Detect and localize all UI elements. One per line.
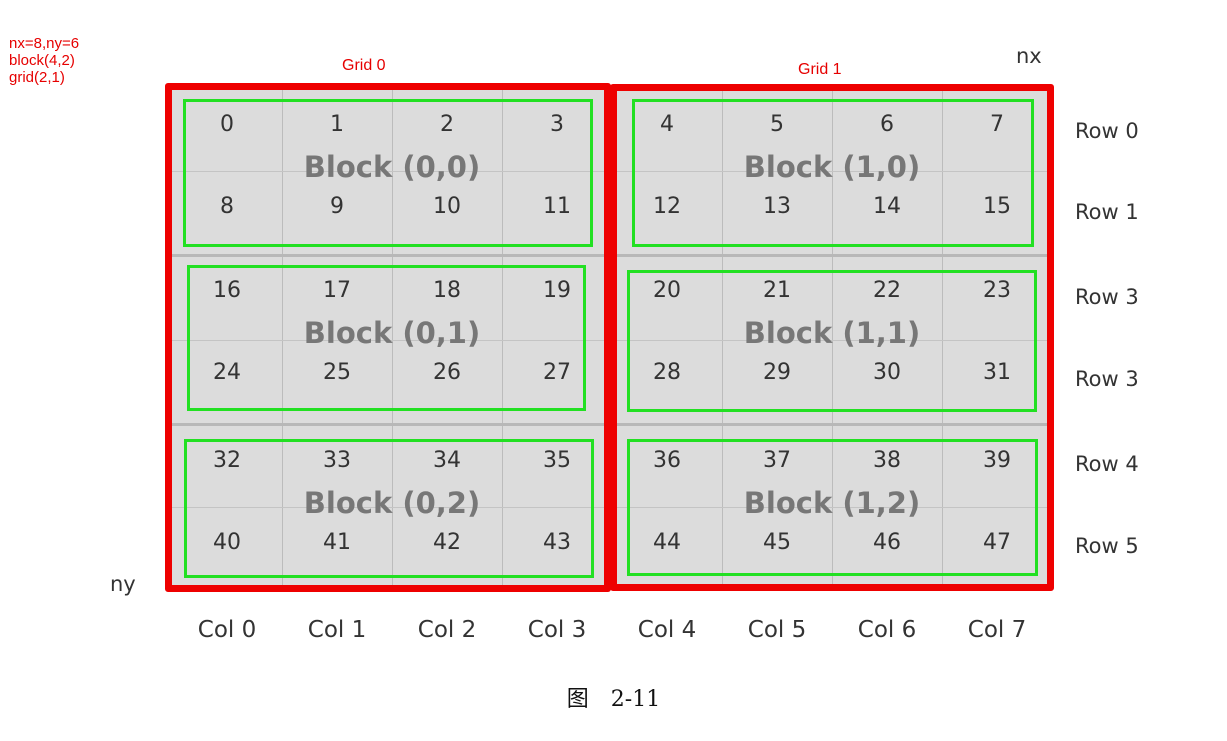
row-label: Row 3 xyxy=(1075,367,1139,391)
thread-index-cell: 37 xyxy=(763,448,791,473)
thread-index-cell: 44 xyxy=(653,530,681,555)
thread-index-cell: 42 xyxy=(433,530,461,555)
block-outline xyxy=(187,265,586,411)
thread-index-cell: 7 xyxy=(990,112,1004,137)
param-nx-ny: nx=8,ny=6 xyxy=(9,35,80,52)
thread-index-cell: 39 xyxy=(983,448,1011,473)
row-label: Row 3 xyxy=(1075,285,1139,309)
thread-index-cell: 18 xyxy=(433,278,461,303)
thread-index-cell: 17 xyxy=(323,278,351,303)
block-label: Block (0,1) xyxy=(303,316,481,350)
thread-index-cell: 27 xyxy=(543,360,571,385)
thread-index-cell: 4 xyxy=(660,112,674,137)
thread-index-cell: 10 xyxy=(433,194,461,219)
param-grid: grid(2,1) xyxy=(9,69,65,86)
thread-index-cell: 41 xyxy=(323,530,351,555)
column-label: Col 2 xyxy=(417,617,477,643)
thread-index-cell: 46 xyxy=(873,530,901,555)
thread-index-cell: 5 xyxy=(770,112,784,137)
block-label: Block (0,2) xyxy=(303,486,481,520)
thread-index-cell: 11 xyxy=(543,194,571,219)
thread-index-cell: 25 xyxy=(323,360,351,385)
block-outline xyxy=(627,270,1037,412)
thread-index-cell: 34 xyxy=(433,448,461,473)
thread-index-cell: 13 xyxy=(763,194,791,219)
thread-index-cell: 9 xyxy=(330,194,344,219)
thread-index-cell: 32 xyxy=(213,448,241,473)
block-outline xyxy=(627,439,1038,576)
thread-index-cell: 3 xyxy=(550,112,564,137)
grid-1-outline xyxy=(610,84,1054,591)
column-divider xyxy=(392,88,393,589)
thread-index-cell: 15 xyxy=(983,194,1011,219)
thread-index-cell: 47 xyxy=(983,530,1011,555)
thread-index-cell: 38 xyxy=(873,448,901,473)
column-label: Col 4 xyxy=(637,617,697,643)
thread-index-cell: 23 xyxy=(983,278,1011,303)
grid-0-title: Grid 0 xyxy=(342,57,386,74)
thread-index-cell: 16 xyxy=(213,278,241,303)
column-label: Col 7 xyxy=(967,617,1027,643)
column-label: Col 1 xyxy=(307,617,367,643)
thread-index-cell: 24 xyxy=(213,360,241,385)
block-label: Block (1,1) xyxy=(743,316,921,350)
column-label: Col 3 xyxy=(527,617,587,643)
column-label: Col 5 xyxy=(747,617,807,643)
nx-axis-label: nx xyxy=(1016,44,1042,68)
thread-index-cell: 22 xyxy=(873,278,901,303)
figure-caption: 图 2-11 xyxy=(566,687,661,712)
thread-index-cell: 29 xyxy=(763,360,791,385)
row-label: Row 1 xyxy=(1075,200,1139,224)
block-label: Block (1,0) xyxy=(743,150,921,184)
thread-index-cell: 31 xyxy=(983,360,1011,385)
thread-index-cell: 30 xyxy=(873,360,901,385)
thread-index-cell: 36 xyxy=(653,448,681,473)
block-outline xyxy=(183,99,593,247)
thread-index-cell: 2 xyxy=(440,112,454,137)
thread-index-cell: 12 xyxy=(653,194,681,219)
row-label: Row 0 xyxy=(1075,119,1139,143)
thread-index-cell: 14 xyxy=(873,194,901,219)
block-outline xyxy=(632,99,1034,247)
grid-0-outline xyxy=(165,83,611,592)
thread-index-cell: 40 xyxy=(213,530,241,555)
grid-1-title: Grid 1 xyxy=(798,61,842,78)
thread-index-cell: 0 xyxy=(220,112,234,137)
column-label: Col 0 xyxy=(197,617,257,643)
column-divider xyxy=(722,88,723,589)
thread-index-cell: 19 xyxy=(543,278,571,303)
launch-parameters: nx=8,ny=6 block(4,2) grid(2,1) xyxy=(9,35,79,86)
block-label: Block (0,0) xyxy=(303,150,481,184)
thread-index-cell: 43 xyxy=(543,530,571,555)
thread-index-cell: 26 xyxy=(433,360,461,385)
thread-index-cell: 45 xyxy=(763,530,791,555)
param-block: block(4,2) xyxy=(9,52,75,69)
thread-index-cell: 28 xyxy=(653,360,681,385)
column-divider xyxy=(502,88,503,589)
column-divider xyxy=(282,88,283,589)
ny-axis-label: ny xyxy=(110,572,136,596)
thread-index-cell: 8 xyxy=(220,194,234,219)
thread-index-cell: 6 xyxy=(880,112,894,137)
column-divider xyxy=(832,88,833,589)
block-outline xyxy=(184,439,594,578)
thread-index-cell: 33 xyxy=(323,448,351,473)
row-label: Row 4 xyxy=(1075,452,1139,476)
column-label: Col 6 xyxy=(857,617,917,643)
thread-index-cell: 20 xyxy=(653,278,681,303)
column-divider xyxy=(942,88,943,589)
thread-index-cell: 35 xyxy=(543,448,571,473)
thread-index-cell: 21 xyxy=(763,278,791,303)
block-label: Block (1,2) xyxy=(743,486,921,520)
row-label: Row 5 xyxy=(1075,534,1139,558)
thread-index-cell: 1 xyxy=(330,112,344,137)
